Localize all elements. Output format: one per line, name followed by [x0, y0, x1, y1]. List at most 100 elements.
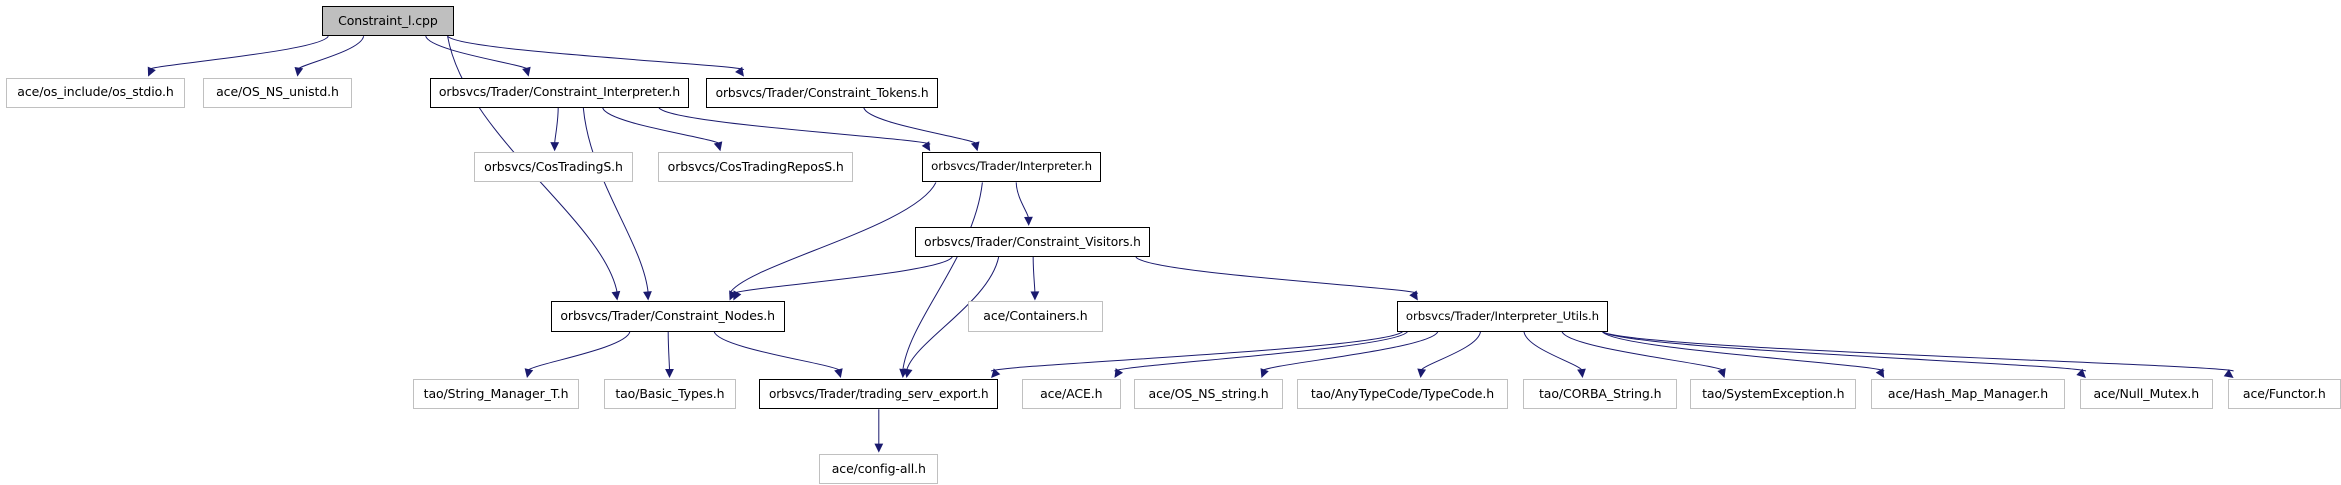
graph-edge-arrowhead [665, 369, 674, 379]
graph-node-label: orbsvcs/CosTradingS.h [484, 159, 623, 175]
graph-node-c_nodes[interactable]: orbsvcs/Trader/Constraint_Nodes.h [550, 301, 785, 332]
graph-edge-arrowhead [1417, 368, 1427, 379]
graph-edge [526, 331, 631, 372]
graph-edge-arrowhead [524, 368, 534, 379]
graph-node-interpreter[interactable]: orbsvcs/Trader/Interpreter.h [922, 152, 1102, 183]
graph-node-label: tao/Basic_Types.h [615, 385, 725, 401]
graph-edge-arrowhead [1114, 368, 1124, 379]
graph-node-label: tao/CORBA_String.h [1538, 385, 1662, 401]
graph-node-label: orbsvcs/Trader/Constraint_Visitors.h [924, 234, 1141, 249]
graph-edge [902, 182, 983, 372]
graph-node-sysexception[interactable]: tao/SystemException.h [1690, 379, 1857, 410]
graph-edge [1602, 331, 2234, 372]
graph-edge-arrowhead [991, 368, 1001, 379]
graph-edge-arrowhead [1030, 291, 1040, 301]
graph-edge [425, 35, 530, 71]
graph-edge-arrowhead [611, 290, 621, 301]
graph-node-null_mutex[interactable]: ace/Null_Mutex.h [2079, 379, 2213, 410]
graph-edge-arrowhead [643, 291, 652, 301]
graph-edge-arrowhead [899, 368, 908, 379]
graph-edge-arrowhead [1577, 368, 1586, 379]
graph-edge-arrowhead [874, 443, 884, 453]
graph-edge [554, 107, 559, 145]
graph-node-costradingrepos[interactable]: orbsvcs/CosTradingReposS.h [657, 152, 854, 183]
graph-edge [658, 107, 931, 145]
graph-node-c_visitors[interactable]: orbsvcs/Trader/Constraint_Visitors.h [914, 226, 1151, 258]
graph-edge [1114, 331, 1409, 372]
graph-node-label: tao/String_Manager_T.h [423, 385, 569, 401]
graph-edge [582, 107, 649, 294]
graph-edge-arrowhead [729, 290, 738, 301]
graph-edge [863, 107, 978, 145]
graph-edge [1261, 331, 1439, 372]
graph-node-label: Constraint_l.cpp [338, 12, 438, 28]
graph-node-hash_map[interactable]: ace/Hash_Map_Manager.h [1871, 379, 2065, 410]
graph-node-os_stdio[interactable]: ace/os_include/os_stdio.h [5, 77, 185, 108]
graph-node-label: ace/OS_NS_string.h [1148, 385, 1269, 401]
graph-node-label: orbsvcs/Trader/Constraint_Interpreter.h [438, 84, 681, 100]
graph-edge [1601, 331, 1885, 372]
graph-edge-arrowhead [735, 66, 744, 77]
graph-edge [1523, 331, 1584, 372]
graph-edge [447, 35, 745, 71]
graph-edge [296, 35, 365, 70]
graph-node-label: tao/AnyTypeCode/TypeCode.h [1310, 385, 1495, 401]
graph-edge [1420, 331, 1481, 372]
graph-edge [1032, 257, 1036, 294]
graph-node-label: ace/config-all.h [831, 460, 926, 476]
graph-edge [713, 331, 842, 372]
graph-edge-arrowhead [921, 141, 931, 152]
graph-edge [667, 331, 671, 372]
graph-edge-arrowhead [1024, 216, 1033, 226]
graph-node-label: ace/OS_NS_unistd.h [216, 84, 339, 100]
graph-node-label: ace/Functor.h [2242, 385, 2326, 401]
graph-node-os_ns_unistd[interactable]: ace/OS_NS_unistd.h [202, 77, 353, 108]
graph-node-os_ns_string[interactable]: ace/OS_NS_string.h [1133, 379, 1284, 410]
graph-edge [147, 35, 329, 71]
graph-node-c_tokens[interactable]: orbsvcs/Trader/Constraint_Tokens.h [705, 77, 939, 108]
graph-node-root[interactable]: Constraint_l.cpp [322, 5, 454, 37]
graph-node-corba_string[interactable]: tao/CORBA_String.h [1523, 379, 1678, 410]
graph-edge-arrowhead [550, 142, 560, 152]
graph-node-basic_types[interactable]: tao/Basic_Types.h [604, 379, 736, 410]
graph-node-string_mgr[interactable]: tao/String_Manager_T.h [413, 379, 579, 410]
graph-edge [1015, 182, 1030, 219]
graph-edge-arrowhead [733, 290, 742, 301]
graph-edge-arrowhead [1717, 368, 1726, 379]
graph-edge-arrowhead [903, 368, 913, 379]
graph-edge [733, 256, 953, 294]
graph-edge [1561, 331, 1725, 372]
graph-node-label: ace/ACE.h [1040, 385, 1103, 401]
graph-node-label: orbsvcs/Trader/trading_serv_export.h [769, 387, 989, 402]
graph-node-typecode[interactable]: tao/AnyTypeCode/TypeCode.h [1296, 379, 1509, 410]
graph-node-label: ace/Containers.h [983, 308, 1088, 324]
graph-edge-arrowhead [1260, 368, 1269, 379]
graph-node-trading_export[interactable]: orbsvcs/Trader/trading_serv_export.h [759, 379, 999, 410]
graph-node-costradings[interactable]: orbsvcs/CosTradingS.h [474, 152, 633, 183]
graph-node-label: orbsvcs/CosTradingReposS.h [667, 159, 844, 175]
graph-node-containers[interactable]: ace/Containers.h [968, 301, 1103, 332]
graph-node-label: ace/Hash_Map_Manager.h [1887, 385, 2049, 401]
graph-edge-arrowhead [970, 141, 980, 152]
graph-edge-arrowhead [1875, 368, 1885, 379]
graph-edge [729, 182, 937, 294]
graph-edge-arrowhead [2223, 369, 2234, 379]
graph-node-label: orbsvcs/Trader/Interpreter.h [931, 159, 1093, 174]
graph-node-config_all[interactable]: ace/config-all.h [819, 453, 939, 484]
graph-node-interp_utils[interactable]: orbsvcs/Trader/Interpreter_Utils.h [1396, 301, 1609, 332]
graph-edge-arrowhead [1409, 290, 1418, 301]
graph-node-c_interpreter[interactable]: orbsvcs/Trader/Constraint_Interpreter.h [429, 77, 690, 108]
graph-node-label: orbsvcs/Trader/Constraint_Nodes.h [560, 308, 775, 324]
graph-edge-arrowhead [522, 66, 531, 77]
graph-edge-arrowhead [834, 368, 843, 379]
graph-edge [602, 107, 721, 145]
graph-edge-arrowhead [2076, 368, 2086, 379]
graph-node-functor[interactable]: ace/Functor.h [2227, 379, 2341, 410]
graph-node-ace_ace[interactable]: ace/ACE.h [1022, 379, 1121, 410]
graph-node-label: orbsvcs/Trader/Interpreter_Utils.h [1405, 308, 1599, 323]
graph-edge [990, 331, 1403, 372]
graph-node-label: orbsvcs/Trader/Constraint_Tokens.h [715, 85, 929, 100]
graph-node-label: ace/os_include/os_stdio.h [17, 84, 174, 100]
